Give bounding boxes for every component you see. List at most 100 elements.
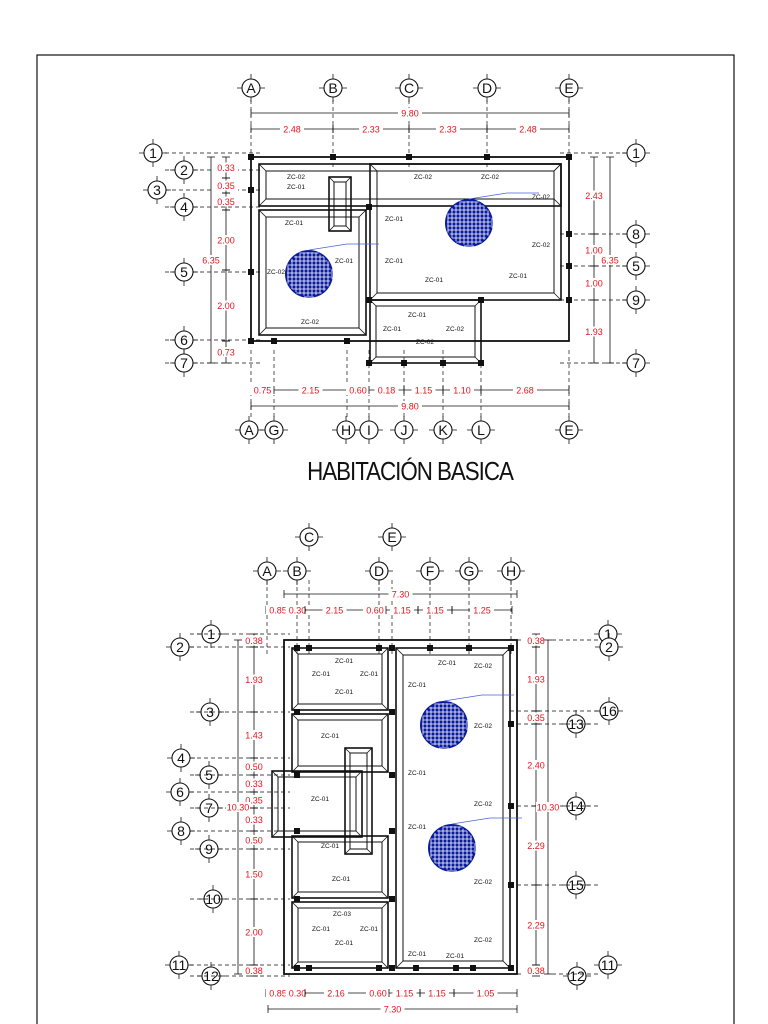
axis-label: 3 bbox=[206, 704, 214, 720]
beam-inner bbox=[297, 653, 383, 705]
column bbox=[366, 297, 372, 303]
dimension-label: 0.60 bbox=[369, 989, 387, 999]
column bbox=[478, 297, 484, 303]
dimension-mask bbox=[582, 326, 606, 337]
element-label: ZC-01 bbox=[335, 689, 353, 696]
element-label: ZC-01 bbox=[408, 770, 426, 777]
dimension-mask bbox=[470, 605, 494, 615]
dimension-label: 0.73 bbox=[217, 348, 235, 358]
zapata-footing bbox=[285, 250, 333, 298]
dimension-mask bbox=[390, 605, 414, 615]
beam-corner-miter bbox=[366, 747, 373, 754]
column bbox=[389, 828, 395, 834]
dimension-label: 0.33 bbox=[245, 779, 263, 789]
column bbox=[271, 338, 277, 344]
dimension-label: 0.38 bbox=[245, 636, 263, 646]
column bbox=[366, 360, 372, 366]
dimension-label: 2.33 bbox=[439, 125, 457, 135]
column bbox=[294, 828, 300, 834]
element-label: ZC-01 bbox=[312, 926, 330, 933]
dimension-mask bbox=[324, 988, 348, 998]
axis-label: 12 bbox=[569, 968, 585, 984]
axis-bubble bbox=[169, 955, 189, 975]
axis-label: F bbox=[426, 563, 435, 579]
axis-label: 5 bbox=[632, 258, 640, 274]
column bbox=[248, 154, 254, 160]
element-label: ZC-02 bbox=[474, 663, 492, 670]
dimension-label: 2.15 bbox=[302, 386, 320, 396]
axis-label: 2 bbox=[176, 639, 184, 655]
axis-bubble bbox=[599, 637, 619, 657]
column bbox=[389, 772, 395, 778]
beam-corner-miter bbox=[291, 703, 299, 711]
axis-label: 9 bbox=[205, 841, 213, 857]
dimension-label: 1.93 bbox=[245, 675, 263, 685]
beam-outer bbox=[258, 209, 367, 336]
element-label: ZC-01 bbox=[408, 951, 426, 958]
dimension-mask bbox=[380, 1004, 405, 1014]
axis-label: 7 bbox=[205, 800, 213, 816]
dimension-mask bbox=[242, 869, 266, 879]
beam-outer bbox=[395, 647, 511, 969]
column bbox=[478, 360, 484, 366]
dimension-label: 1.93 bbox=[527, 675, 545, 685]
beam-corner-miter bbox=[291, 901, 299, 909]
dimension-mask bbox=[411, 385, 436, 395]
dimension-mask bbox=[285, 605, 310, 615]
axis-label: E bbox=[564, 422, 573, 438]
axis-bubble bbox=[174, 262, 194, 282]
dimension-mask bbox=[214, 300, 238, 311]
column bbox=[566, 297, 572, 303]
beam-corner-miter bbox=[328, 176, 335, 183]
element-label: ZC-01 bbox=[385, 216, 403, 223]
dimension-mask bbox=[266, 605, 290, 615]
dimension-label: 2.29 bbox=[527, 841, 545, 851]
plan-title: HABITACIÓN BASICA bbox=[307, 456, 514, 486]
dimension-mask bbox=[398, 108, 422, 118]
dimension-label: 1.05 bbox=[477, 989, 495, 999]
column bbox=[413, 965, 419, 971]
beam-corner-miter bbox=[344, 848, 351, 855]
dimension-label: 1.15 bbox=[415, 386, 433, 396]
zapata-footing bbox=[428, 824, 476, 872]
column bbox=[440, 360, 446, 366]
beam-corner-miter bbox=[553, 292, 562, 301]
leader-line bbox=[451, 817, 491, 825]
axis-label: J bbox=[401, 422, 408, 438]
dimension-mask bbox=[374, 385, 399, 395]
axis-bubble bbox=[433, 420, 453, 440]
dimension-label: 1.15 bbox=[426, 606, 444, 616]
beam-corner-miter bbox=[258, 198, 267, 207]
beam-corner-miter bbox=[344, 747, 351, 754]
axis-label: 6 bbox=[176, 784, 184, 800]
dimension-mask bbox=[242, 965, 266, 976]
dimension-label: 1.10 bbox=[453, 386, 471, 396]
leader-line bbox=[468, 192, 508, 200]
element-label: ZC-01 bbox=[408, 824, 426, 831]
dimension-mask bbox=[214, 196, 238, 207]
dimension-mask bbox=[214, 162, 238, 173]
dimension-label: 0.30 bbox=[289, 606, 307, 616]
element-label: ZC-02 bbox=[532, 242, 550, 249]
column bbox=[366, 204, 372, 210]
axis-label: 4 bbox=[180, 199, 188, 215]
dimension-mask bbox=[322, 605, 347, 615]
dimension-label: 2.40 bbox=[527, 761, 545, 771]
left-total-dimension: 6.35 bbox=[202, 256, 220, 266]
axis-bubble bbox=[239, 420, 259, 440]
left-total-dimension: 10.30 bbox=[227, 803, 250, 813]
dimension-mask bbox=[598, 255, 622, 265]
axis-label: G bbox=[464, 563, 475, 579]
column bbox=[294, 965, 300, 971]
axis-bubble bbox=[626, 224, 646, 244]
element-label: ZC-01 bbox=[408, 682, 426, 689]
dimension-mask bbox=[242, 835, 266, 845]
beam-corner-miter bbox=[381, 647, 389, 655]
dimension-label: 2.68 bbox=[516, 386, 534, 396]
element-label: ZC-01 bbox=[285, 220, 303, 227]
axis-bubble bbox=[399, 78, 419, 98]
beam-inner bbox=[349, 752, 368, 850]
dimension-mask bbox=[242, 927, 266, 937]
axis-bubble bbox=[170, 637, 190, 657]
dimension-label: 0.35 bbox=[245, 796, 263, 806]
